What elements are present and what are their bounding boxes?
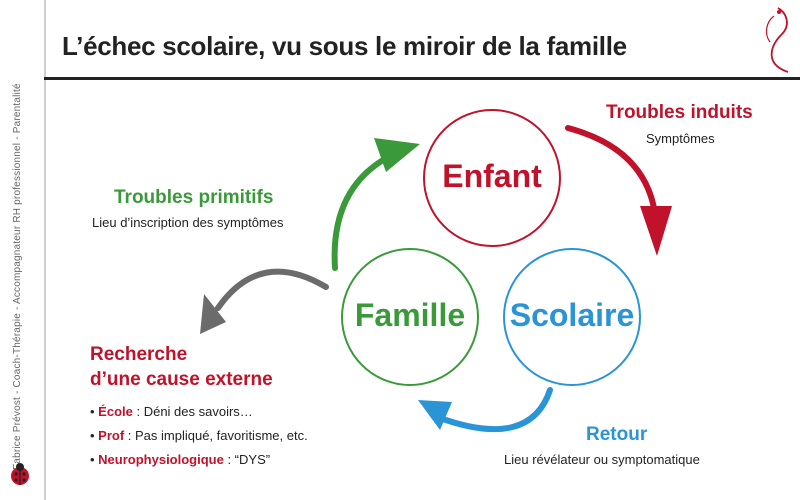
subtitle-retour: Lieu révélateur ou symptomatique (504, 452, 700, 467)
circle-enfant (423, 109, 561, 247)
page-title: L’échec scolaire, vu sous le miroir de l… (62, 31, 627, 61)
list-item-term: École (98, 404, 133, 419)
list-item: • Prof : Pas impliqué, favoritisme, etc. (90, 428, 308, 443)
list-item-term: Prof (98, 428, 125, 443)
subtitle-troubles-induits: Symptômes (646, 131, 715, 146)
cause-list: • École : Déni des savoirs… • Prof : Pas… (90, 400, 308, 472)
arrow-troubles-primitifs (331, 153, 393, 271)
list-item: • Neurophysiologique : “DYS” (90, 452, 271, 467)
heading-troubles-primitifs: Troubles primitifs (114, 187, 274, 208)
arrow-troubles-primitifs-head (374, 138, 420, 172)
list-item-text: : Déni des savoirs… (132, 404, 253, 419)
subtitle-troubles-primitifs: Lieu d’inscription des symptômes (92, 215, 284, 230)
heading-recherche-line1: Recherche (90, 344, 188, 365)
heading-retour: Retour (586, 424, 648, 445)
circle-scolaire (503, 248, 641, 386)
arrow-recherche-head (200, 294, 226, 334)
list-item-text: : “DYS” (223, 452, 271, 467)
list-item-term: Neurophysiologique (98, 452, 224, 467)
arrow-troubles-induits-head (640, 206, 672, 256)
arrow-retour (437, 387, 553, 433)
circle-famille (341, 248, 479, 386)
arrow-recherche (215, 268, 329, 311)
label-scolaire: Scolaire (509, 297, 635, 333)
logo-icon (765, 7, 789, 73)
arrow-retour-head (418, 400, 452, 430)
list-item: • École : Déni des savoirs… (90, 404, 253, 419)
label-famille: Famille (354, 297, 466, 333)
ladybug-icon (11, 463, 29, 485)
label-enfant: Enfant (442, 158, 542, 194)
list-item-text: : Pas impliqué, favoritisme, etc. (124, 428, 308, 443)
heading-recherche-line2: d’une cause externe (90, 369, 273, 390)
left-band (0, 0, 46, 500)
title-underline (44, 77, 800, 80)
heading-troubles-induits: Troubles induits (606, 102, 753, 123)
